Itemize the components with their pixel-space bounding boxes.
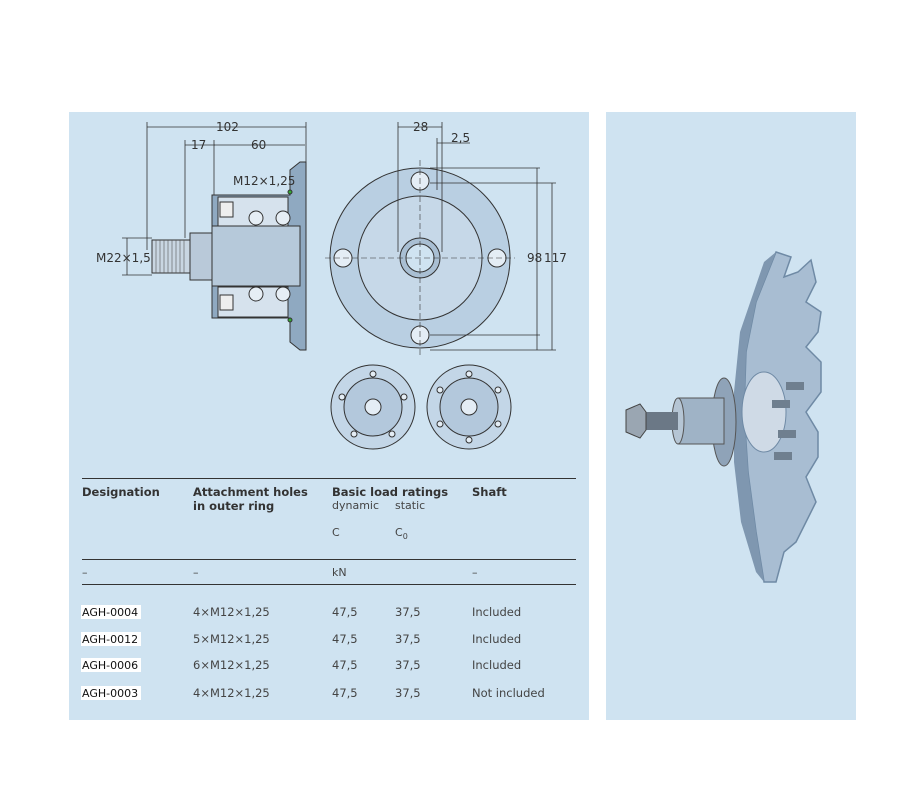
dim-98: 98 — [527, 251, 542, 265]
subheader-static: static — [395, 499, 426, 512]
unit-ratings: kN — [332, 566, 347, 579]
static-cell: 37,5 — [395, 605, 421, 619]
dynamic-cell: 47,5 — [332, 605, 358, 619]
shaft-cell: Included — [472, 658, 522, 672]
static-cell: 37,5 — [395, 686, 421, 700]
product-illustration — [625, 251, 822, 583]
header-designation: Designation — [82, 485, 160, 499]
unit-holes: – — [193, 566, 199, 579]
shaft-cell: Included — [472, 605, 522, 619]
shaft-cell: Included — [472, 632, 522, 646]
dim-28: 28 — [413, 120, 428, 134]
hub-side-view — [151, 161, 307, 351]
static-cell: 37,5 — [395, 658, 421, 672]
unit-shaft: – — [472, 566, 478, 579]
header-attachment-holes-line1: Attachment holes — [193, 485, 308, 499]
dynamic-cell: 47,5 — [332, 632, 358, 646]
holes-cell: 5×M12×1,25 — [193, 632, 270, 646]
shaft-cell: Not included — [472, 686, 545, 700]
header-shaft: Shaft — [472, 485, 507, 499]
static-cell: 37,5 — [395, 632, 421, 646]
dim-m22: M22×1,5 — [96, 251, 151, 265]
designation-cell: AGH-0012 — [81, 632, 142, 646]
designation-cell: AGH-0004 — [81, 605, 142, 619]
variant-view-5-holes — [330, 364, 416, 450]
dynamic-cell: 47,5 — [332, 686, 358, 700]
dim-102: 102 — [216, 120, 239, 134]
header-basic-load-ratings: Basic load ratings — [332, 485, 449, 499]
designation-cell: AGH-0003 — [81, 686, 142, 700]
table-header-rule — [82, 559, 576, 560]
unit-designation: – — [82, 566, 88, 579]
table-top-rule — [82, 478, 576, 479]
dim-17: 17 — [191, 138, 206, 152]
designation-cell: AGH-0006 — [81, 658, 142, 672]
dim-117: 117 — [544, 251, 567, 265]
subheader-dynamic: dynamic — [332, 499, 380, 512]
variant-view-6-holes — [426, 364, 512, 450]
dim-60: 60 — [251, 138, 266, 152]
dim-2-5: 2,5 — [451, 131, 470, 145]
dim-m12: M12×1,25 — [233, 174, 295, 188]
holes-cell: 6×M12×1,25 — [193, 658, 270, 672]
holes-cell: 4×M12×1,25 — [193, 605, 270, 619]
header-attachment-holes-line2: in outer ring — [193, 499, 275, 513]
subheader-c0: C0 — [395, 526, 408, 542]
dynamic-cell: 47,5 — [332, 658, 358, 672]
subheader-c: C — [332, 526, 340, 539]
holes-cell: 4×M12×1,25 — [193, 686, 270, 700]
table-unit-rule — [82, 584, 576, 585]
subheader-c0-subscript: 0 — [402, 532, 408, 542]
